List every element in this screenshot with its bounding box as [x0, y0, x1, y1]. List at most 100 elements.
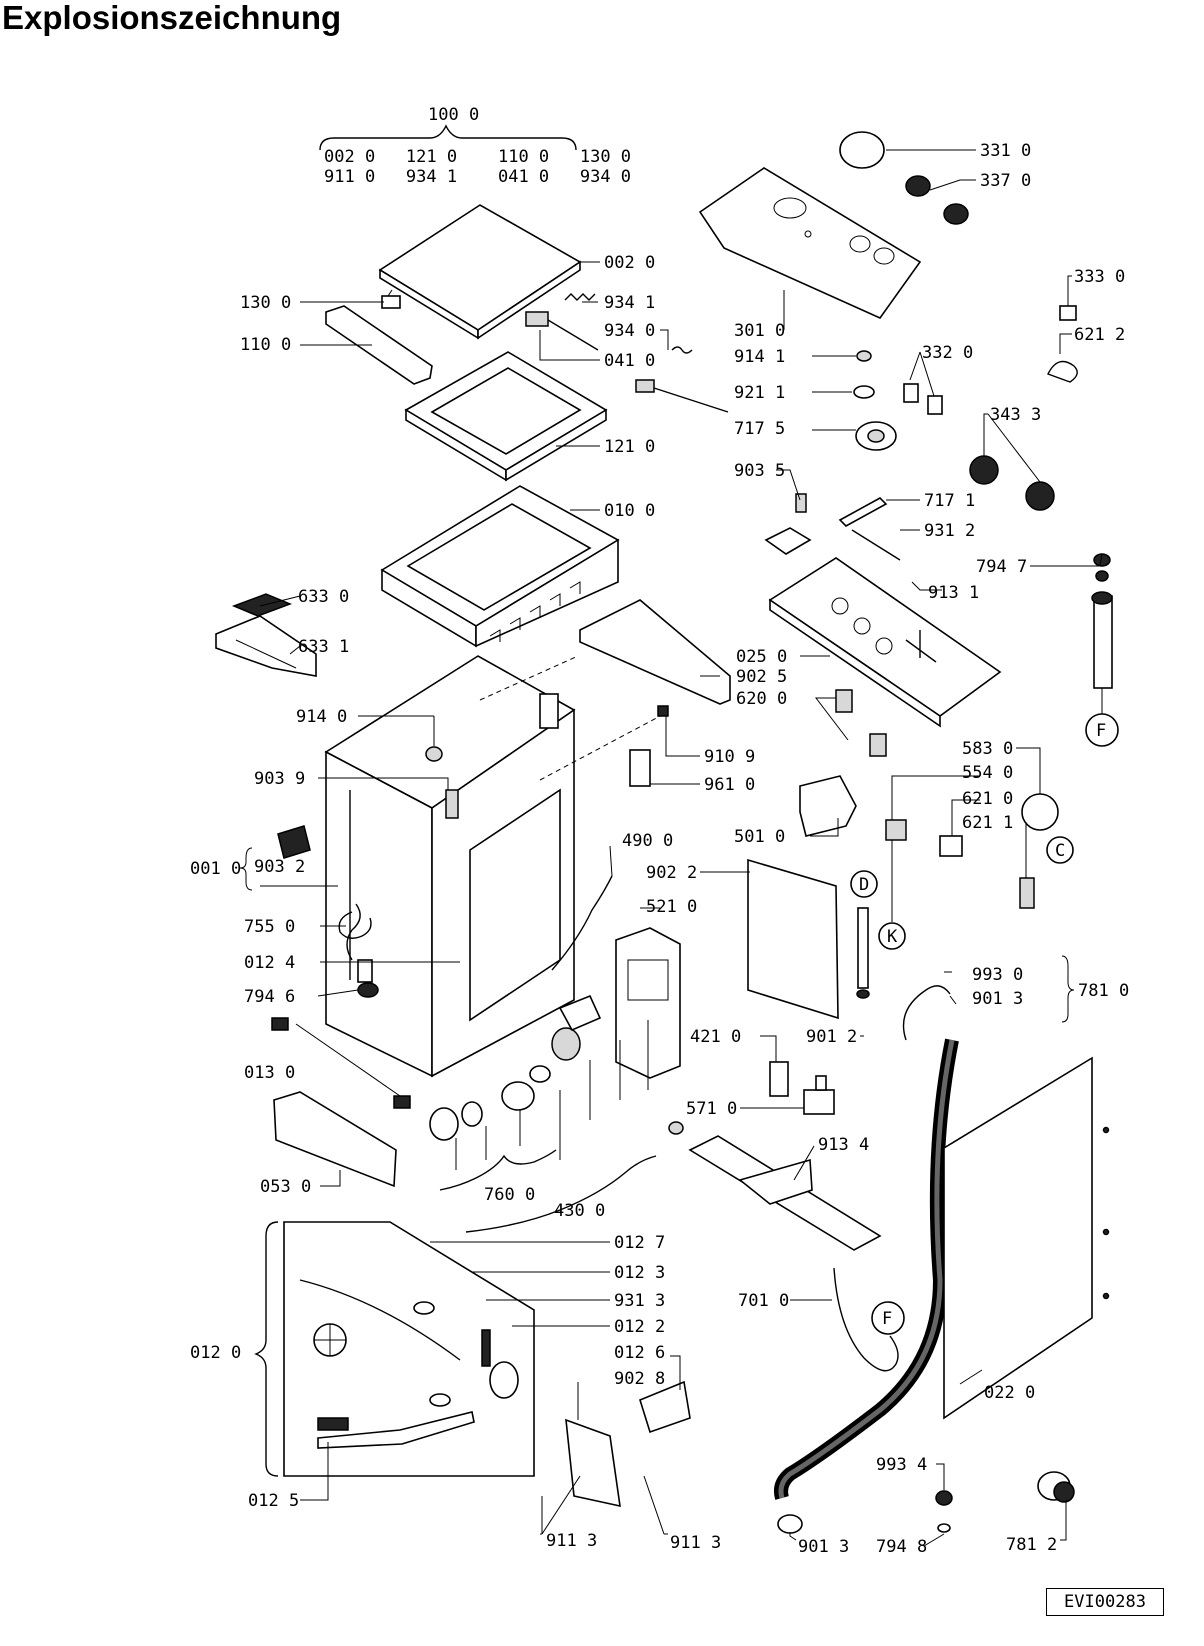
part-717-5: [855, 421, 897, 451]
label-130-0: 130 0: [240, 293, 291, 313]
marker-f-2-text: F: [882, 1309, 892, 1329]
label-group-row2: 911 0 934 1 041 0 934 0: [324, 167, 631, 187]
label-910-9: 910 9: [704, 747, 755, 767]
label-902-2: 902 2: [646, 863, 697, 883]
label-301-0: 301 0: [734, 321, 785, 341]
label-343-3: 343 3: [990, 405, 1041, 425]
bracket-part-903-9: [445, 789, 459, 819]
brace-430: [465, 1155, 657, 1233]
part-labels: 100 0 002 0 121 0 110 0 130 0 911 0 934 …: [190, 105, 1129, 1557]
label-331-0: 331 0: [980, 141, 1031, 161]
label-911-3-b: 911 3: [670, 1533, 721, 1553]
frame-part-121: [404, 351, 608, 482]
label-961-0: 961 0: [704, 775, 755, 795]
nut-part-914-1: [856, 350, 872, 362]
cable-part-490: [551, 875, 613, 971]
part-961-0: [629, 749, 651, 787]
side-panel-part-022: [943, 1056, 1093, 1420]
label-012-0: 012 0: [190, 1343, 241, 1363]
label-914-0: 914 0: [296, 707, 347, 727]
control-panel-part-301: [698, 167, 922, 319]
label-633-0: 633 0: [298, 587, 349, 607]
label-620-0: 620 0: [736, 689, 787, 709]
part-333-0: [1059, 305, 1077, 321]
part-554-0: [885, 819, 907, 841]
part-621-2: [1047, 360, 1078, 383]
label-913-4: 913 4: [818, 1135, 869, 1155]
brace-760: [439, 1149, 557, 1191]
label-717-5: 717 5: [734, 419, 785, 439]
label-012-7: 012 7: [614, 1233, 665, 1253]
label-121-0: 121 0: [604, 437, 655, 457]
label-571-0: 571 0: [686, 1099, 737, 1119]
bar-part-110: [325, 305, 433, 385]
capacitor-part-421: [769, 1061, 789, 1097]
label-755-0: 755 0: [244, 917, 295, 937]
rail-part-902-5: [579, 599, 731, 705]
label-012-6: 012 6: [614, 1343, 665, 1363]
label-001-0: 001 0: [190, 859, 241, 879]
spring-part-934-0: [671, 346, 693, 354]
label-902-8: 902 8: [614, 1369, 665, 1389]
label-012-5: 012 5: [248, 1491, 299, 1511]
label-781-2: 781 2: [1006, 1535, 1057, 1555]
label-717-1: 717 1: [924, 491, 975, 511]
label-501-0: 501 0: [734, 827, 785, 847]
label-914-1: 914 1: [734, 347, 785, 367]
marker-d: [850, 870, 878, 898]
label-053-0: 053 0: [260, 1177, 311, 1197]
cap-part-901-3: [777, 1514, 803, 1534]
part-910-9: [657, 705, 669, 717]
cap-part-914-0: [425, 746, 443, 762]
label-901-3-b: 901 3: [798, 1537, 849, 1557]
part-794-6: [357, 982, 379, 998]
label-633-1: 633 1: [298, 637, 349, 657]
rod-part: [635, 379, 729, 413]
label-931-3: 931 3: [614, 1291, 665, 1311]
marker-d-text: D: [859, 875, 869, 895]
cabinet-part-001: [324, 655, 576, 1078]
part-583-0: [1021, 793, 1059, 831]
group-brace-100: [319, 124, 577, 151]
label-100-0: 100 0: [428, 105, 479, 125]
marker-f-1-text: F: [1096, 721, 1106, 741]
part-521-0: [615, 927, 681, 1079]
leader-lines: [239, 149, 1103, 1547]
spring-part-931-2: [851, 529, 901, 561]
label-012-2: 012 2: [614, 1317, 665, 1337]
label-013-0: 013 0: [244, 1063, 295, 1083]
bracket-part-913-4: [668, 1121, 882, 1251]
label-913-1: 913 1: [928, 583, 979, 603]
part-332-0-a: [903, 383, 919, 403]
label-022-0: 022 0: [984, 1383, 1035, 1403]
label-041-0: 041 0: [604, 351, 655, 371]
washer-part-921-1: [853, 385, 875, 399]
label-337-0: 337 0: [980, 171, 1031, 191]
label-993-0: 993 0: [972, 965, 1023, 985]
label-901-2: 901 2: [806, 1027, 857, 1047]
page-title: Explosionszeichnung: [2, 0, 342, 36]
part-717-1: [838, 497, 888, 527]
drain-hose-part-781-inner: [778, 1039, 955, 1499]
gear-part-343-3-a: [969, 455, 999, 485]
label-621-1: 621 1: [962, 813, 1013, 833]
label-794-8: 794 8: [876, 1537, 927, 1557]
label-025-0: 025 0: [736, 647, 787, 667]
label-012-3: 012 3: [614, 1263, 665, 1283]
part-501-0: [799, 775, 857, 837]
part-961-0-b: [539, 693, 559, 729]
label-901-3-a: 901 3: [972, 989, 1023, 1009]
tub-cover-part-010: [380, 485, 620, 648]
label-794-6: 794 6: [244, 987, 295, 1007]
part-794-8: [937, 1523, 951, 1533]
label-621-0: 621 0: [962, 789, 1013, 809]
marker-k-text: K: [887, 927, 898, 947]
label-333-0: 333 0: [1074, 267, 1125, 287]
label-934-1: 934 1: [604, 293, 655, 313]
part-012-6: [639, 1380, 691, 1434]
valve-part-571: [803, 1075, 835, 1115]
label-010-0: 010 0: [604, 501, 655, 521]
part-794-7: [1091, 553, 1113, 689]
label-421-0: 421 0: [690, 1027, 741, 1047]
plate-part-903-2: [277, 825, 311, 859]
